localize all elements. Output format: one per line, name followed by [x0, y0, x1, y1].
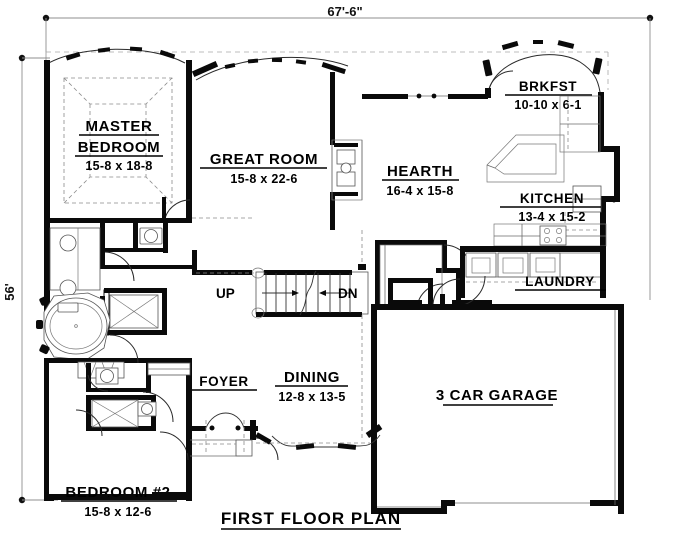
room-dim-hearth: 16-4 x 15-8: [386, 184, 453, 198]
room-label-garage: 3 CAR GARAGE: [436, 387, 558, 404]
room-label-dining: DINING: [284, 369, 340, 386]
room-dim-breakfast: 10-10 x 6-1: [514, 98, 581, 112]
interior-walls: FOYER DINING 12-8 x 13-5: [192, 217, 366, 440]
room-label-master-bedroom-line1: MASTER: [86, 118, 153, 135]
room-dim-great-room: 15-8 x 22-6: [230, 172, 297, 186]
fixture-tub: [36, 292, 111, 361]
room-great-room: GREAT ROOM 15-8 x 22-6: [191, 56, 363, 230]
zone-hall-bath: [44, 362, 192, 501]
zone-front-entry: [186, 412, 383, 461]
room-laundry: LAUNDRY: [460, 246, 606, 298]
room-label-laundry: LAUNDRY: [525, 274, 595, 289]
guide-lines: [45, 51, 609, 90]
room-dim-kitchen: 13-4 x 15-2: [518, 210, 585, 224]
zone-mudroom: [388, 275, 492, 308]
room-label-master-bedroom-line2: BEDROOM: [78, 139, 161, 156]
room-label-kitchen: KITCHEN: [520, 191, 584, 206]
overall-width-dimension: 67'-6": [327, 4, 362, 19]
stair-label-down: DN: [338, 286, 358, 301]
room-label-breakfast: BRKFST: [519, 79, 577, 94]
room-dim-bedroom-2: 15-8 x 12-6: [84, 505, 151, 519]
room-kitchen: KITCHEN 13-4 x 15-2: [486, 92, 620, 288]
stair-label-up: UP: [216, 286, 235, 301]
plan-title: FIRST FLOOR PLAN: [221, 509, 401, 528]
room-garage: 3 CAR GARAGE: [371, 304, 624, 514]
room-bedroom-2: BEDROOM #2 15-8 x 12-6: [44, 484, 192, 519]
room-label-foyer: FOYER: [199, 374, 249, 389]
zone-master-bath: [36, 223, 192, 379]
room-dim-dining: 12-8 x 13-5: [278, 390, 345, 404]
stairs: UP DN: [216, 267, 369, 319]
room-breakfast: BRKFST 10-10 x 6-1: [482, 40, 603, 112]
room-dim-master-bedroom: 15-8 x 18-8: [85, 159, 152, 173]
room-label-hearth: HEARTH: [387, 163, 453, 180]
room-label-great-room: GREAT ROOM: [210, 151, 318, 168]
room-hearth: HEARTH 16-4 x 15-8: [362, 93, 488, 311]
room-master-bedroom: MASTER BEDROOM 15-8 x 18-8: [44, 46, 192, 320]
room-label-bedroom-2: BEDROOM #2: [65, 484, 170, 501]
overall-depth-dimension: 56': [2, 283, 17, 301]
